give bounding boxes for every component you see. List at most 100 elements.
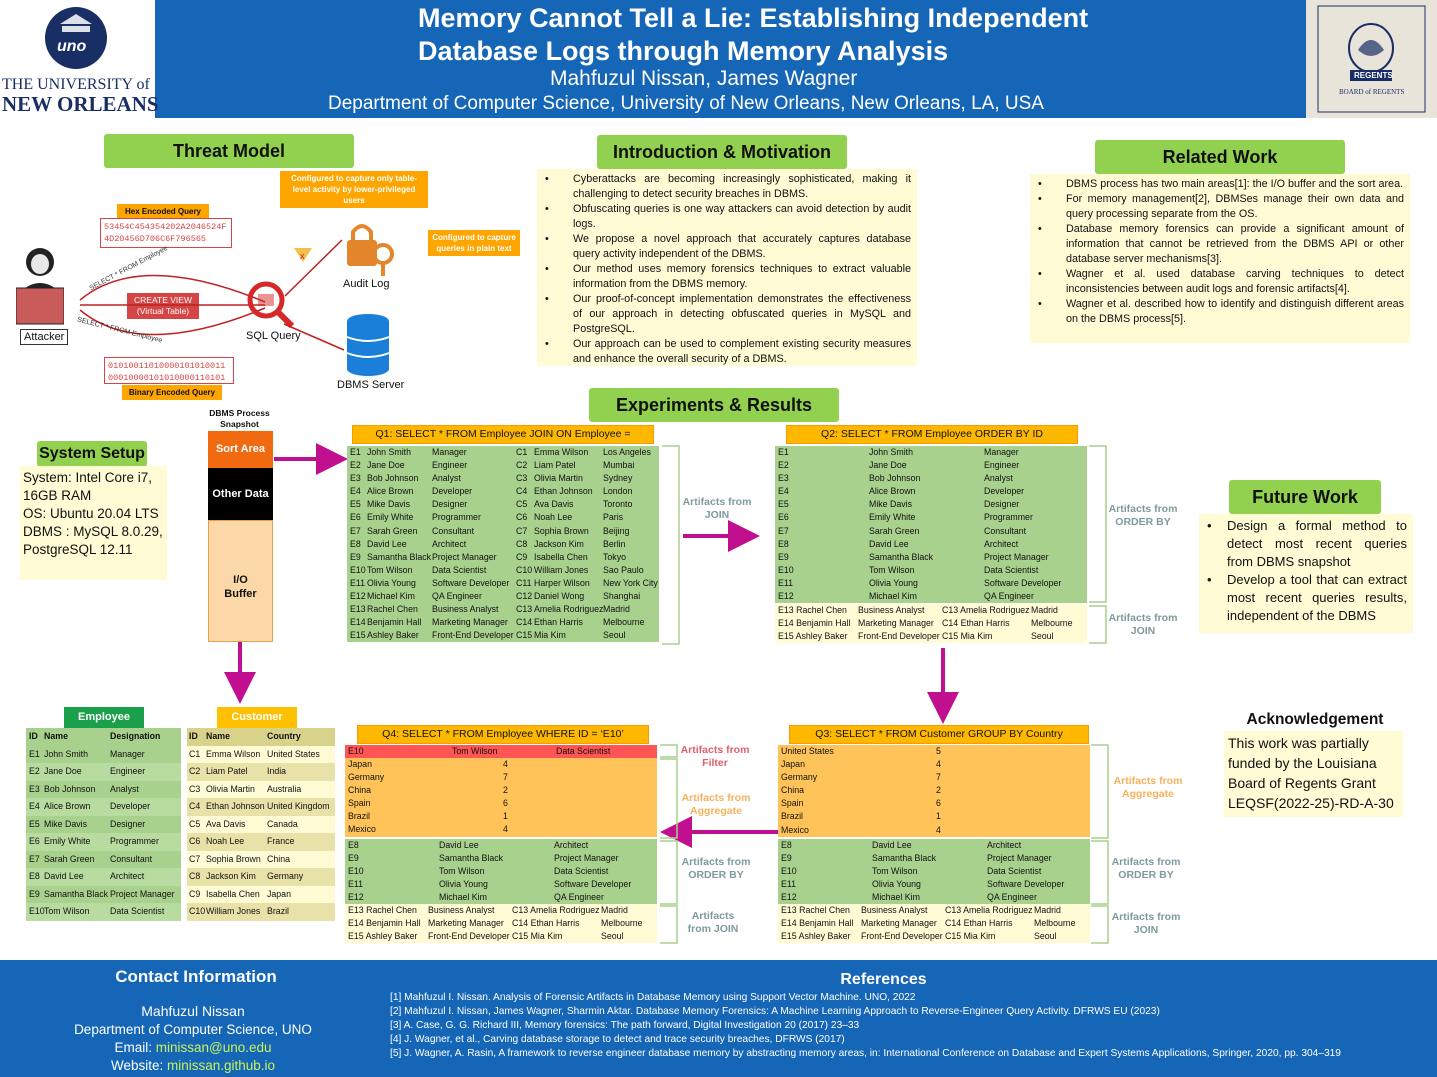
intro-bullet: Our approach can be used to complement e… (545, 337, 911, 367)
table-cell: Sarah Green (869, 525, 920, 536)
system-line: 16GB RAM (23, 488, 92, 503)
table-cell: E10 (778, 564, 794, 575)
table-cell: C12 (516, 591, 533, 602)
table-cell: Seoul (603, 630, 626, 641)
table-cell: Jackson Kim (206, 871, 256, 881)
table-cell: Seoul (1034, 931, 1057, 942)
website-link[interactable]: minissan.github.io (166, 1058, 276, 1073)
table-cell: Engineer (432, 460, 468, 471)
table-cell: C9 (189, 888, 201, 899)
table-cell: E14 Benjamin Hall (778, 618, 851, 629)
email-link[interactable]: minissan@uno.edu (155, 1040, 272, 1055)
table-cell: Analyst (984, 473, 1013, 484)
table-cell: Tom Wilson (452, 746, 498, 756)
table-cell: E13 Rachel Chen (778, 605, 847, 615)
table-cell: Rachel Chen (367, 604, 418, 615)
system-line: System: Intel Core i7, (23, 470, 153, 485)
table-cell: Project Manager (110, 888, 175, 899)
table-cell: Brazil (267, 906, 289, 916)
uno-seal-icon (45, 7, 107, 69)
employee-table-title: Employee (64, 707, 144, 728)
table-cell: Designer (984, 499, 1020, 510)
table-cell: Mia Kim (534, 630, 566, 641)
system-line: PostgreSQL 12.11 (23, 542, 133, 557)
system-setup-box: System: Intel Core i7, 16GB RAM OS: Ubun… (20, 466, 167, 580)
reference-item: [5] J. Wagner, A. Rasin, A framework to … (390, 1048, 1341, 1059)
table-cell: Madrid (601, 905, 628, 915)
table-cell: Germany (781, 772, 818, 783)
table-cell: Brazil (348, 811, 370, 822)
poster-title: Memory Cannot Tell a Lie: Establishing I… (418, 3, 1089, 66)
table-cell: China (781, 785, 804, 796)
q3-artifact-order: Artifacts from ORDER BY (1111, 856, 1181, 881)
table-cell: Data Scientist (110, 906, 165, 916)
table-cell: 6 (503, 798, 508, 809)
q1-artifact-label: Artifacts from JOIN (682, 496, 752, 521)
table-cell: Consultant (110, 853, 153, 864)
table-cell: E4 (29, 801, 40, 811)
snapshot-title: DBMS Process Snapshot (209, 408, 270, 429)
table-cell: Isabella Chen (206, 888, 260, 899)
table-cell: United States (781, 746, 834, 756)
table-cell: Melbourne (603, 617, 645, 628)
table-cell: C8 (516, 538, 528, 549)
cfg-plain-label: Configured to capture queries in plain t… (428, 230, 520, 256)
table-cell: E1 (350, 447, 361, 457)
table-cell: India (267, 766, 287, 776)
table-cell: United States (267, 748, 320, 759)
q4-artifact-agg: Artifacts from Aggregate (681, 792, 751, 817)
threat-model-title: Threat Model (104, 134, 354, 168)
table-cell: E10 (348, 866, 364, 877)
table-cell: David Lee (872, 840, 912, 850)
table-cell: C15 Mia Kim (512, 931, 563, 942)
table-cell: Benjamin Hall (367, 617, 422, 628)
audit-log-icon (347, 224, 394, 276)
table-cell: Toronto (603, 499, 633, 510)
table-cell: Japan (267, 888, 291, 899)
table-cell: Australia (267, 783, 302, 794)
table-cell: Sarah Green (44, 853, 95, 864)
table-cell: QA Engineer (984, 591, 1034, 602)
table-cell: Alice Brown (869, 486, 916, 497)
table-cell: Jane Doe (367, 460, 405, 471)
table-cell: Developer (110, 801, 151, 811)
table-cell: Sophia Brown (534, 525, 589, 536)
ack-text: This work was partially funded by the Lo… (1224, 731, 1403, 817)
table-cell: Tom Wilson (367, 564, 413, 575)
table-cell: Ava Davis (206, 818, 246, 829)
references-title: References (840, 971, 927, 988)
table-cell: E2 (350, 460, 361, 471)
table-cell: William Jones (534, 564, 589, 575)
table-cell: E6 (350, 512, 361, 523)
table-cell: Melbourne (601, 918, 643, 929)
regents-sub: BOARD of REGENTS (1339, 88, 1405, 96)
table-cell: 1 (936, 811, 941, 822)
table-cell: E9 (781, 853, 792, 864)
intro-bullet: Our method uses memory forensics techniq… (545, 262, 911, 292)
table-cell: C2 (189, 766, 201, 776)
table-cell: New York City (603, 577, 658, 588)
table-cell: E9 (350, 551, 361, 562)
contact-dept: Department of Computer Science, UNO (74, 1022, 312, 1037)
hex-label: Hex Encoded Query (117, 204, 209, 219)
table-cell: Germany (348, 772, 385, 783)
table-cell: 4 (503, 824, 508, 835)
table-cell: Designer (110, 818, 146, 829)
